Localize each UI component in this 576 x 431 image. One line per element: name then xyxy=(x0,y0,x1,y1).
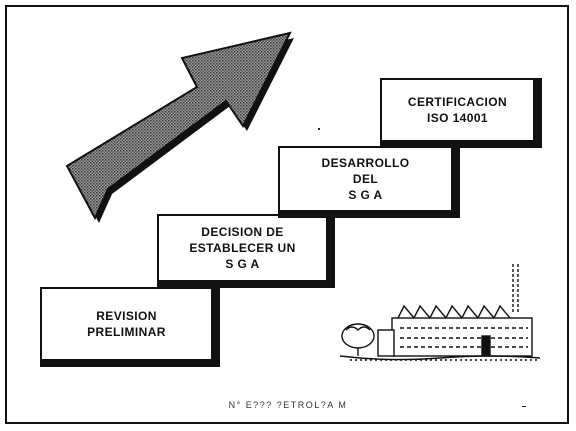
step-revision-preliminar: REVISION PRELIMINAR xyxy=(40,287,220,367)
speck xyxy=(522,406,526,407)
step-desarrollo-sga: DESARROLLO DEL S G A xyxy=(278,146,460,218)
slide-frame xyxy=(5,5,569,424)
speck xyxy=(318,128,320,130)
step-decision-sga: DECISION DE ESTABLECER UN S G A xyxy=(157,214,335,288)
factory-icon xyxy=(339,264,541,361)
footer-caption: N° E??? ?ETROL?A M xyxy=(228,400,348,410)
arrow-up-right-icon xyxy=(65,31,294,223)
step-label: DECISION DE ESTABLECER UN S G A xyxy=(189,225,296,271)
step-label: DESARROLLO DEL S G A xyxy=(321,156,410,202)
step-label: REVISION PRELIMINAR xyxy=(87,309,166,339)
step-label: CERTIFICACION ISO 14001 xyxy=(407,95,508,125)
step-certificacion-iso: CERTIFICACION ISO 14001 xyxy=(380,78,542,148)
